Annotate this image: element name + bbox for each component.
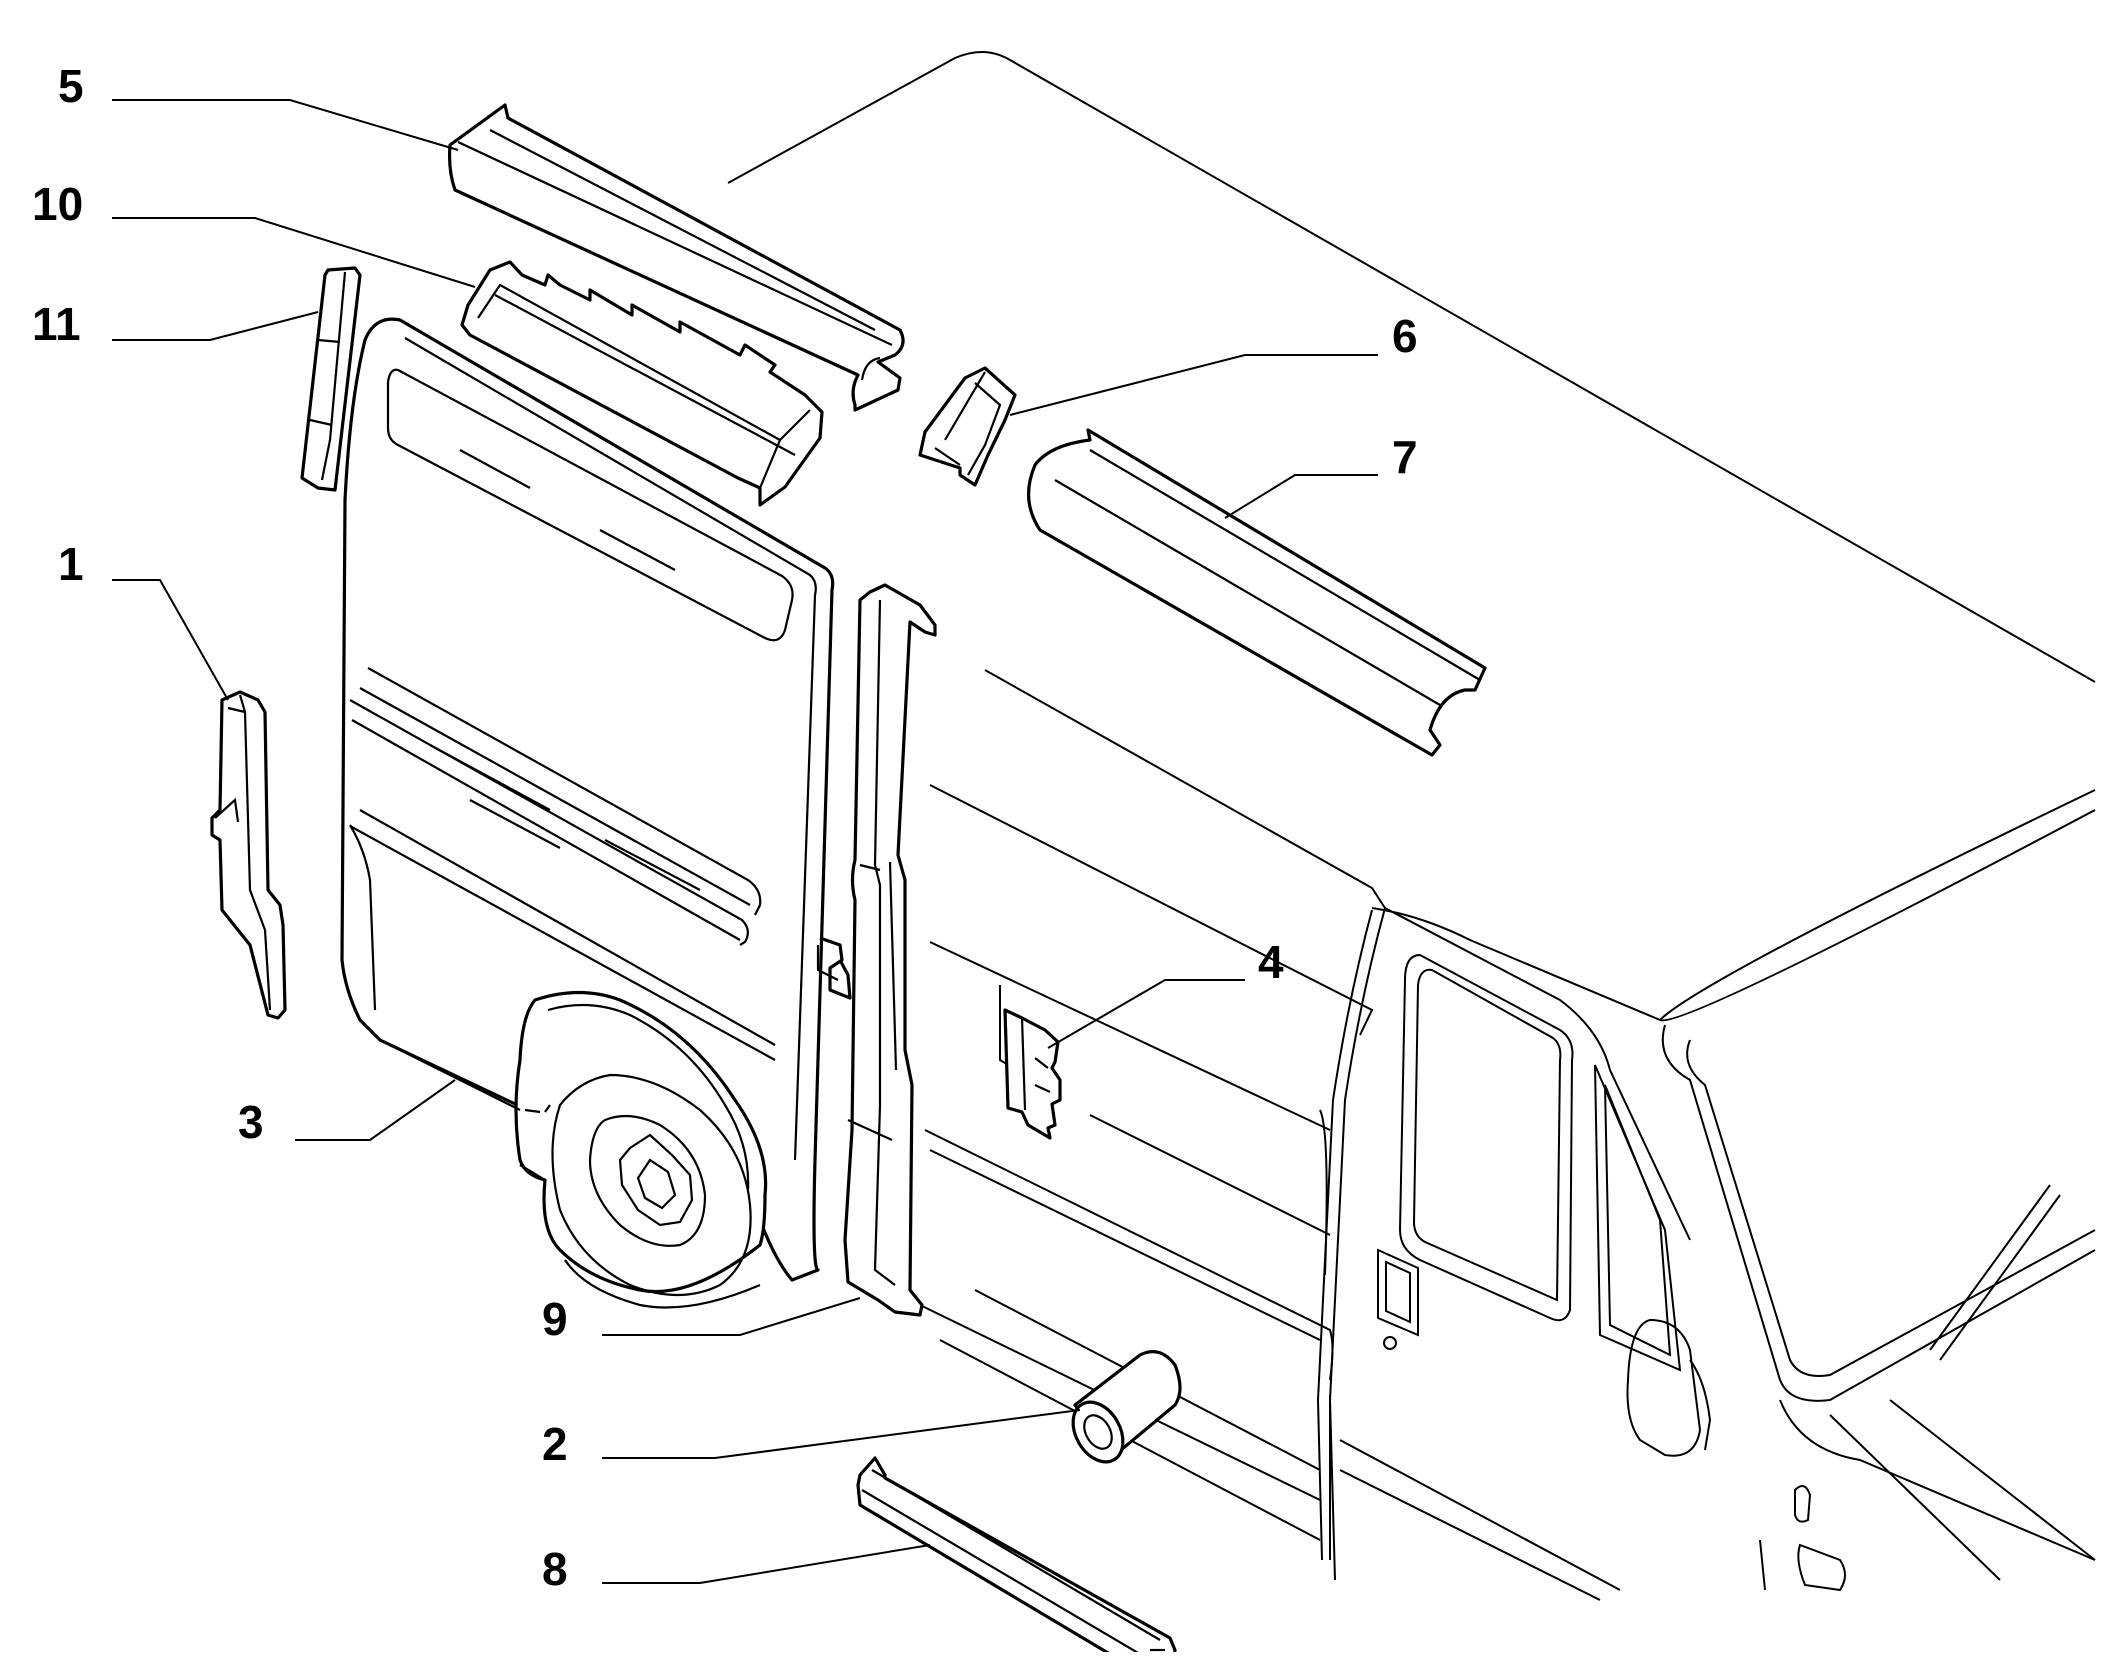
part-2-bushing [1071, 1350, 1182, 1464]
leader-2 [602, 1409, 1081, 1459]
leader-9 [602, 1297, 861, 1336]
callout-2: 2 [542, 1418, 568, 1470]
callout-9: 9 [542, 1293, 568, 1345]
van-body [727, 51, 2096, 1601]
callout-10: 10 [32, 178, 83, 230]
callout-5: 5 [58, 60, 84, 112]
leader-8 [602, 1544, 931, 1584]
leader-6 [1009, 354, 1378, 416]
rear-side-panel [340, 317, 835, 1309]
callout-labels: 5 10 11 1 6 7 4 3 9 2 8 [32, 60, 1418, 1595]
leader-3 [295, 1079, 456, 1141]
callout-3: 3 [238, 1096, 264, 1148]
callout-8: 8 [542, 1543, 568, 1595]
callout-7: 7 [1392, 431, 1418, 483]
callout-1: 1 [58, 538, 84, 590]
part-11-strip [300, 266, 362, 492]
callout-11: 11 [32, 298, 81, 350]
part-7-roof-rail [1026, 428, 1487, 757]
leader-lines [112, 99, 1378, 1584]
leader-4 [1047, 979, 1245, 1049]
leader-1 [112, 579, 229, 701]
part-8-sill [856, 1456, 1177, 1657]
part-9-pillar [816, 583, 937, 1317]
leader-10 [112, 217, 476, 288]
leader-5 [112, 99, 459, 151]
part-4-bracket [1003, 1008, 1062, 1140]
leader-7 [1224, 474, 1378, 519]
part-5-roof-rail [447, 103, 905, 412]
part-10-roof-bar [460, 260, 824, 507]
callout-6: 6 [1392, 310, 1418, 362]
part-6-connector [918, 366, 1017, 487]
leader-11 [112, 311, 319, 341]
part-1-pillar [210, 690, 287, 1020]
callout-4: 4 [1258, 936, 1284, 988]
